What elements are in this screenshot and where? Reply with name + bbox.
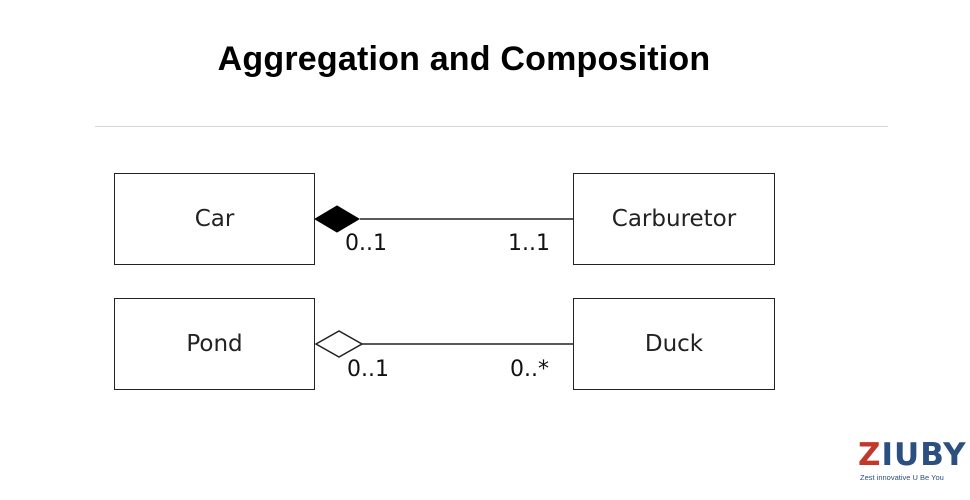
title-divider	[95, 126, 888, 127]
car-multiplicity: 0..1	[345, 231, 387, 256]
page-title: Aggregation and Composition	[217, 40, 711, 78]
pond-multiplicity: 0..1	[347, 357, 389, 382]
aggregation-diamond-icon	[314, 330, 364, 358]
class-car: Car	[114, 173, 315, 265]
class-carburetor: Carburetor	[573, 173, 775, 265]
logo-tagline: Zest innovative U Be You	[860, 473, 944, 482]
duck-multiplicity: 0..*	[510, 357, 549, 382]
carburetor-multiplicity: 1..1	[508, 231, 550, 256]
ziuby-logo: ZIUBY Zest innovative U Be You	[858, 437, 968, 483]
class-duck: Duck	[573, 298, 775, 390]
class-pond: Pond	[114, 298, 315, 390]
composition-diamond-icon	[314, 205, 360, 233]
logo-wordmark: ZIUBY	[858, 437, 967, 473]
